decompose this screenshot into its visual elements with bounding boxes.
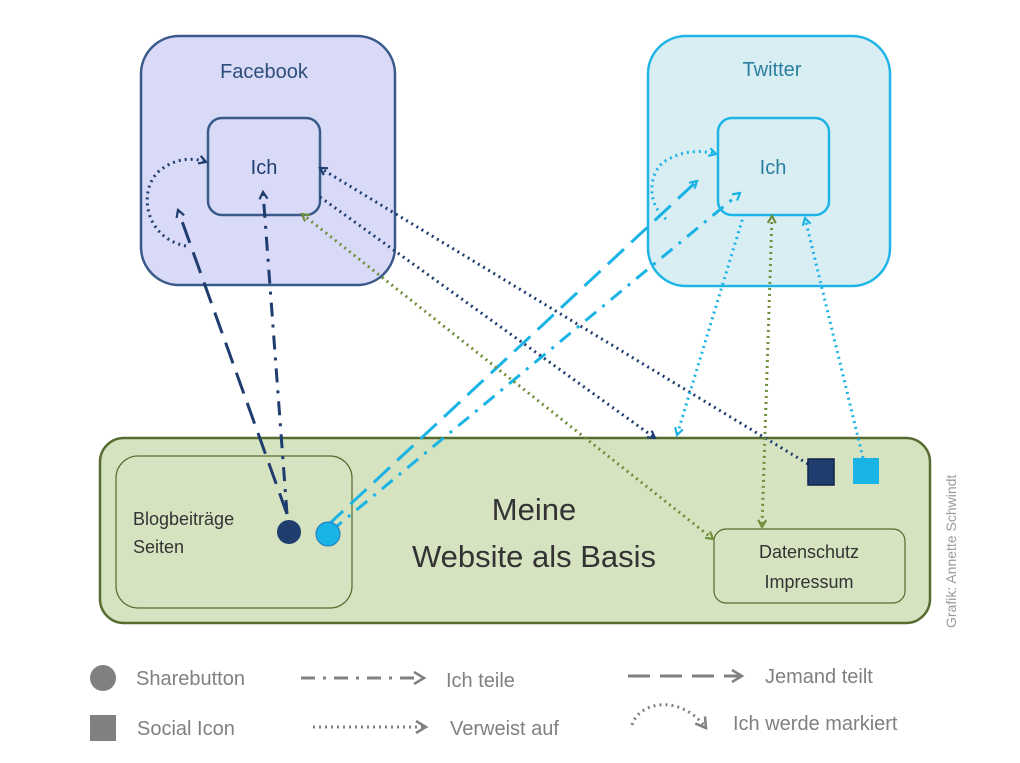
legend-markiert-label: Ich werde markiert (733, 713, 898, 735)
legend-ich-teile-label: Ich teile (446, 670, 515, 692)
facebook-social-icon (807, 458, 835, 486)
website-title-line2: Website als Basis (412, 539, 656, 574)
facebook-ich-label: Ich (251, 157, 278, 179)
legend-jemand-teilt-label: Jemand teilt (765, 666, 873, 688)
legal-label-line1: Datenschutz (759, 542, 859, 562)
credit-text: Grafik: Annette Schwindt (943, 475, 959, 628)
legend: Sharebutton Social Icon Ich teile Verwei… (90, 665, 898, 741)
twitter-social-icon (853, 458, 879, 484)
arrow-olive-twitter-legal (762, 216, 772, 527)
arrow-navy-share-to-facebook (178, 210, 289, 515)
facebook-title: Facebook (220, 61, 309, 83)
legend-social-icon (90, 715, 116, 741)
arrow-cyan-icon-to-twitter (805, 218, 865, 459)
legal-label-line2: Impressum (764, 572, 853, 592)
legend-sharebutton-label: Sharebutton (136, 668, 245, 690)
facebook-sharebutton (277, 520, 301, 544)
legend-sharebutton-icon (90, 665, 116, 691)
twitter-ich-label: Ich (760, 157, 787, 179)
website-title-line1: Meine (492, 492, 576, 527)
legend-social-icon-label: Social Icon (137, 718, 235, 740)
twitter-box: Twitter Ich (646, 34, 892, 288)
legend-markiert-line (630, 703, 706, 728)
website-box: Blogbeiträge Seiten Meine Website als Ba… (98, 436, 932, 625)
twitter-sharebutton (315, 521, 341, 547)
legend-verweist-auf-label: Verweist auf (450, 718, 559, 740)
blog-label-line2: Seiten (133, 537, 184, 557)
legal-box (713, 528, 906, 604)
arrow-navy-ich-teile (263, 192, 289, 515)
twitter-title: Twitter (743, 59, 802, 81)
blog-label-line1: Blogbeiträge (133, 509, 234, 529)
